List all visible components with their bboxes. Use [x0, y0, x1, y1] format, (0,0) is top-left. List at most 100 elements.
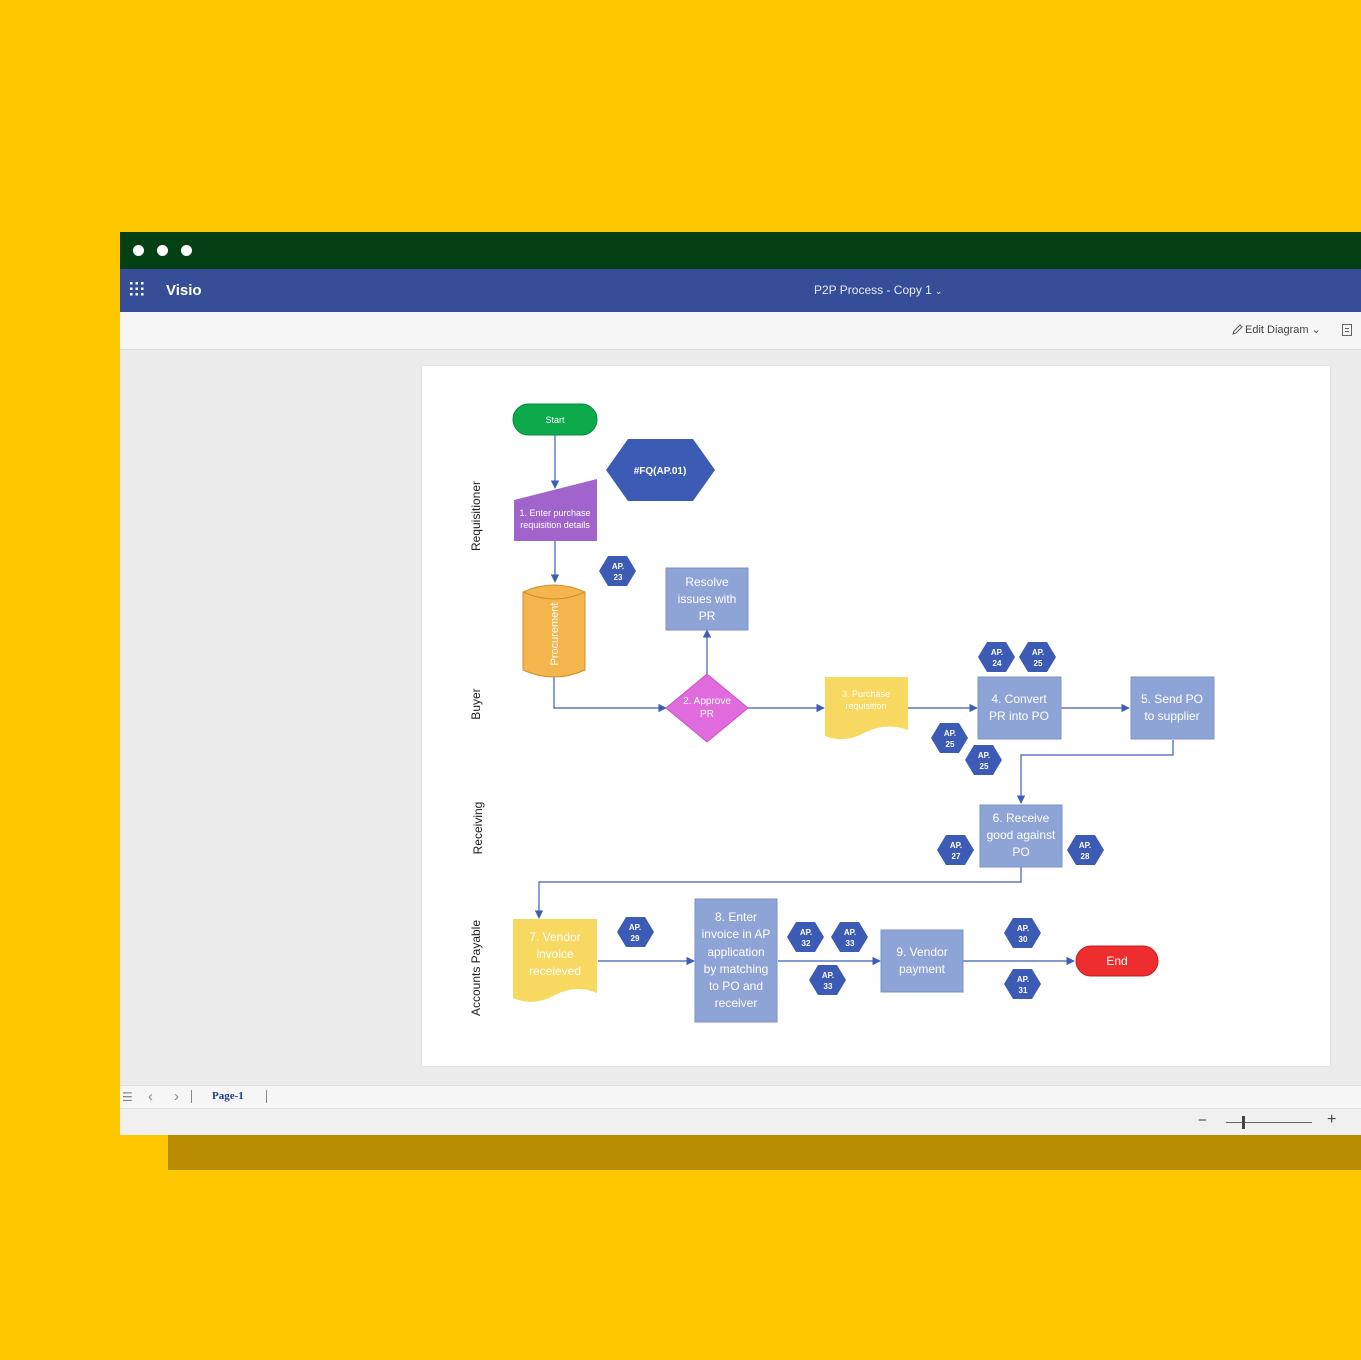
page-tab-bar: ☰ ‹ › Page-1 [120, 1085, 1361, 1108]
start-terminator[interactable]: Start [512, 403, 598, 436]
connector-receive-vendorinvoice [534, 867, 1022, 919]
tag-ap-33-bottom-prefix: AP. [822, 971, 834, 980]
tag-ap-33-top-prefix: AP. [844, 928, 856, 937]
tag-ap-31-prefix: AP. [1017, 975, 1029, 984]
enter-invoice-label-line3: application [707, 945, 764, 959]
enter-invoice-label-line1: 8. Enter [715, 910, 757, 924]
tab-divider [266, 1090, 267, 1103]
tag-ap-31[interactable]: AP. 31 [1004, 969, 1041, 999]
window-titlebar [120, 232, 1361, 269]
fq-hexagon-shape [606, 439, 715, 501]
receive-label-line2: good against [987, 828, 1056, 842]
purchase-requisition-document[interactable]: 3. Purchase requisition [825, 677, 908, 740]
tag-ap-32-number: 32 [802, 939, 811, 948]
app-header: Visio P2P Process - Copy 1⌄ [120, 269, 1361, 312]
tag-ap-24[interactable]: AP. 24 [978, 642, 1015, 672]
menu-icon[interactable]: ☰ [122, 1090, 133, 1104]
connector-procurement-approve [553, 676, 667, 713]
tag-ap-27[interactable]: AP. 27 [937, 835, 974, 865]
lane-label-receiving: Receiving [471, 802, 485, 855]
tag-ap-28-number: 28 [1081, 852, 1090, 861]
end-terminator[interactable]: End [1075, 945, 1159, 977]
vendor-payment-box[interactable]: 9. Vendor payment [880, 929, 964, 993]
step1-manual-input[interactable]: 1. Enter purchase requisition details [514, 479, 597, 541]
tag-ap-33-bottom[interactable]: AP. 33 [809, 965, 846, 995]
tag-ap-27-prefix: AP. [950, 841, 962, 850]
vendor-payment-label-line1: 9. Vendor [896, 945, 947, 959]
zoom-slider-track[interactable] [1226, 1122, 1312, 1123]
vendor-invoice-label-line2: invoice [536, 947, 574, 961]
fq-label: #FQ(AP.01) [634, 466, 687, 477]
app-launcher-icon[interactable] [129, 281, 145, 297]
tag-ap-28-prefix: AP. [1079, 841, 1091, 850]
enter-invoice-label-line5: to PO and [709, 979, 763, 993]
step1-label-line1: 1. Enter purchase [519, 508, 590, 518]
flowchart-diagram: Requisitioner Buyer Receiving Accounts P… [469, 403, 1215, 1023]
tag-ap-33-bottom-number: 33 [824, 982, 833, 991]
tag-ap-28[interactable]: AP. 28 [1067, 835, 1104, 865]
document-title[interactable]: P2P Process - Copy 1⌄ [814, 283, 942, 297]
resolve-issues-box[interactable]: Resolve issues with PR [665, 567, 749, 631]
tag-ap-32[interactable]: AP. 32 [787, 922, 824, 952]
send-po-box[interactable]: 5. Send PO to supplier [1130, 676, 1215, 740]
window-dot-2[interactable] [157, 245, 168, 256]
purchase-req-label-line1: 3. Purchase [842, 689, 890, 699]
start-label: Start [545, 415, 565, 425]
zoom-out-button[interactable]: − [1198, 1112, 1207, 1129]
drawing-canvas[interactable]: Requisitioner Buyer Receiving Accounts P… [120, 350, 1361, 1085]
enter-invoice-box[interactable]: 8. Enter invoice in AP application by ma… [694, 898, 778, 1023]
tab-page-1[interactable]: Page-1 [212, 1090, 244, 1102]
procurement-label: Procurement [549, 603, 561, 666]
procurement-database[interactable]: Procurement [522, 584, 586, 678]
tag-ap-25-left[interactable]: AP. 25 [931, 723, 968, 753]
zoom-in-button[interactable]: + [1327, 1111, 1337, 1128]
chevron-down-icon: ⌄ [1311, 324, 1321, 336]
edit-diagram-label: Edit Diagram [1245, 324, 1309, 336]
send-po-label-line1: 5. Send PO [1141, 692, 1203, 706]
tag-ap-29[interactable]: AP. 29 [617, 917, 654, 947]
edit-diagram-button[interactable]: Edit Diagram ⌄ [1232, 323, 1321, 336]
zoom-slider-thumb[interactable] [1242, 1116, 1245, 1129]
tag-ap-29-prefix: AP. [629, 923, 641, 932]
panel-icon[interactable] [1342, 324, 1352, 336]
approve-decision[interactable]: 2. Approve PR [665, 673, 749, 743]
receive-goods-box[interactable]: 6. Receive good against PO [979, 804, 1063, 868]
tag-ap-33-top[interactable]: AP. 33 [831, 922, 868, 952]
tag-ap-30-number: 30 [1019, 935, 1028, 944]
step1-label-line2: requisition details [520, 520, 590, 530]
ap-tags: AP. 23 AP. 24 AP. 25 AP [599, 556, 1104, 999]
step1-shape [514, 479, 597, 541]
tag-ap-25-top[interactable]: AP. 25 [1019, 642, 1056, 672]
enter-invoice-box-shape [694, 898, 778, 1023]
convert-pr-box[interactable]: 4. Convert PR into PO [977, 676, 1062, 740]
tag-ap-30[interactable]: AP. 30 [1004, 918, 1041, 948]
tag-ap-27-shape [937, 835, 974, 865]
resolve-box-shape [665, 567, 749, 631]
chevron-left-icon[interactable]: ‹ [148, 1088, 153, 1105]
vendor-invoice-shape [513, 919, 597, 1002]
window-dot-1[interactable] [133, 245, 144, 256]
receive-label-line1: 6. Receive [993, 811, 1050, 825]
fq-hexagon[interactable]: #FQ(AP.01) [606, 439, 715, 501]
resolve-label-line3: PR [699, 609, 716, 623]
document-title-text: P2P Process - Copy 1 [814, 283, 932, 297]
tag-ap-33-top-shape [831, 922, 868, 952]
tag-ap-31-shape [1004, 969, 1041, 999]
tag-ap-30-prefix: AP. [1017, 924, 1029, 933]
chevron-right-icon[interactable]: › [174, 1088, 179, 1105]
tag-ap-23[interactable]: AP. 23 [599, 556, 636, 586]
tag-ap-32-prefix: AP. [800, 928, 812, 937]
enter-invoice-label-line2: invoice in AP [702, 927, 771, 941]
convert-label-line1: 4. Convert [991, 692, 1047, 706]
tag-ap-28-shape [1067, 835, 1104, 865]
procurement-cylinder-body [522, 584, 586, 678]
lane-label-accounts-payable: Accounts Payable [469, 920, 483, 1016]
window-dot-3[interactable] [181, 245, 192, 256]
app-name: Visio [166, 282, 202, 299]
tab-divider [191, 1090, 192, 1103]
resolve-label-line1: Resolve [685, 575, 729, 589]
vendor-invoice-document[interactable]: 7. Vendor invoice receieved [513, 919, 597, 1002]
tag-ap-24-number: 24 [993, 659, 1002, 668]
tag-ap-25-bottom[interactable]: AP. 25 [965, 745, 1002, 775]
vendor-payment-label-line2: payment [899, 962, 946, 976]
